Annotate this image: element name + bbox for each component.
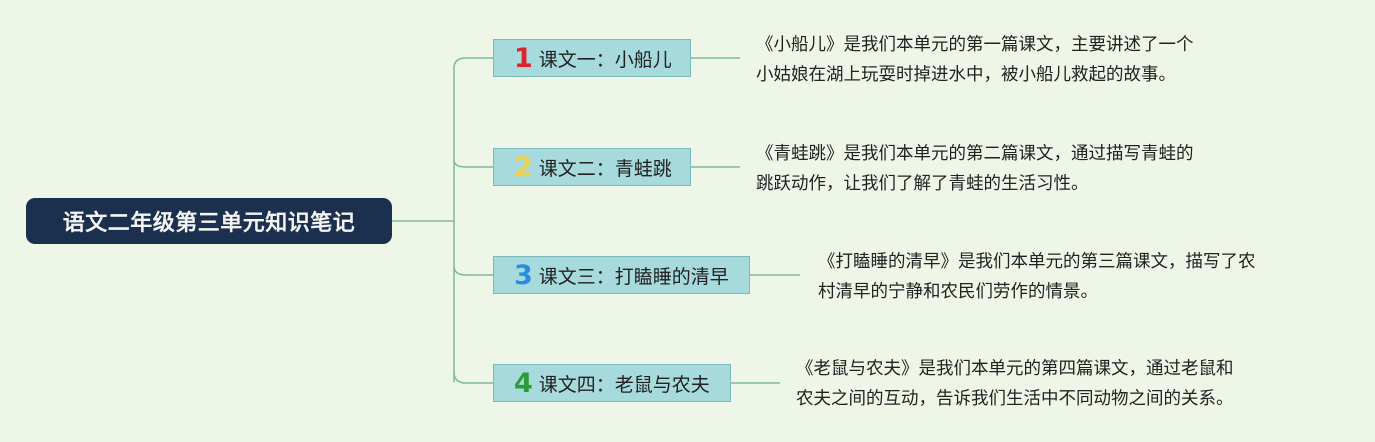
- note-3-line-1: 《打瞌睡的清早》是我们本单元的第三篇课文，描写了农: [818, 252, 1256, 272]
- note-4: 《老鼠与农夫》是我们本单元的第四篇课文，通过老鼠和 农夫之间的互动，告诉我们生活…: [796, 354, 1234, 414]
- connector-branch-2: [453, 159, 494, 168]
- branch-topic-1[interactable]: 1 课文一：小船儿: [493, 39, 691, 77]
- root-topic[interactable]: 语文二年级第三单元知识笔记: [26, 198, 392, 244]
- branch-label-3: 课文三：打瞌睡的清早: [538, 265, 729, 288]
- branch-topic-2[interactable]: 2 课文二：青蛙跳: [493, 148, 691, 186]
- note-2-line-1: 《青蛙跳》是我们本单元的第二篇课文，通过描写青蛙的: [756, 144, 1194, 164]
- branch-label-4: 课文四：老鼠与农夫: [538, 373, 710, 396]
- connector-branch-3: [453, 265, 494, 276]
- note-1: 《小船儿》是我们本单元的第一篇课文，主要讲述了一个 小姑娘在湖上玩耍时掉进水中，…: [756, 30, 1194, 90]
- root-title: 语文二年级第三单元知识笔记: [62, 211, 356, 236]
- branch-topic-4[interactable]: 4 课文四：老鼠与农夫: [493, 364, 731, 402]
- connector-branch-1: [453, 57, 494, 69]
- branch-topic-3[interactable]: 3 课文三：打瞌睡的清早: [493, 256, 750, 294]
- branch-label-1: 课文一：小船儿: [538, 48, 672, 71]
- number-3-icon: 3: [514, 259, 533, 291]
- note-4-line-2: 农夫之间的互动，告诉我们生活中不同动物之间的关系。: [796, 389, 1234, 409]
- number-4-icon: 4: [514, 367, 533, 399]
- connector-branch-4: [453, 371, 494, 384]
- note-4-line-1: 《老鼠与农夫》是我们本单元的第四篇课文，通过老鼠和: [796, 359, 1234, 379]
- note-2: 《青蛙跳》是我们本单元的第二篇课文，通过描写青蛙的 跳跃动作，让我们了解了青蛙的…: [756, 139, 1194, 199]
- branch-label-2: 课文二：青蛙跳: [538, 157, 672, 180]
- note-2-line-2: 跳跃动作，让我们了解了青蛙的生活习性。: [756, 174, 1089, 194]
- note-1-line-1: 《小船儿》是我们本单元的第一篇课文，主要讲述了一个: [756, 35, 1194, 55]
- note-3-line-2: 村清早的宁静和农民们劳作的情景。: [818, 282, 1098, 302]
- note-3: 《打瞌睡的清早》是我们本单元的第三篇课文，描写了农 村清早的宁静和农民们劳作的情…: [818, 247, 1256, 307]
- number-2-icon: 2: [514, 151, 533, 183]
- number-1-icon: 1: [514, 42, 533, 74]
- note-1-line-2: 小姑娘在湖上玩耍时掉进水中，被小船儿救起的故事。: [756, 65, 1176, 85]
